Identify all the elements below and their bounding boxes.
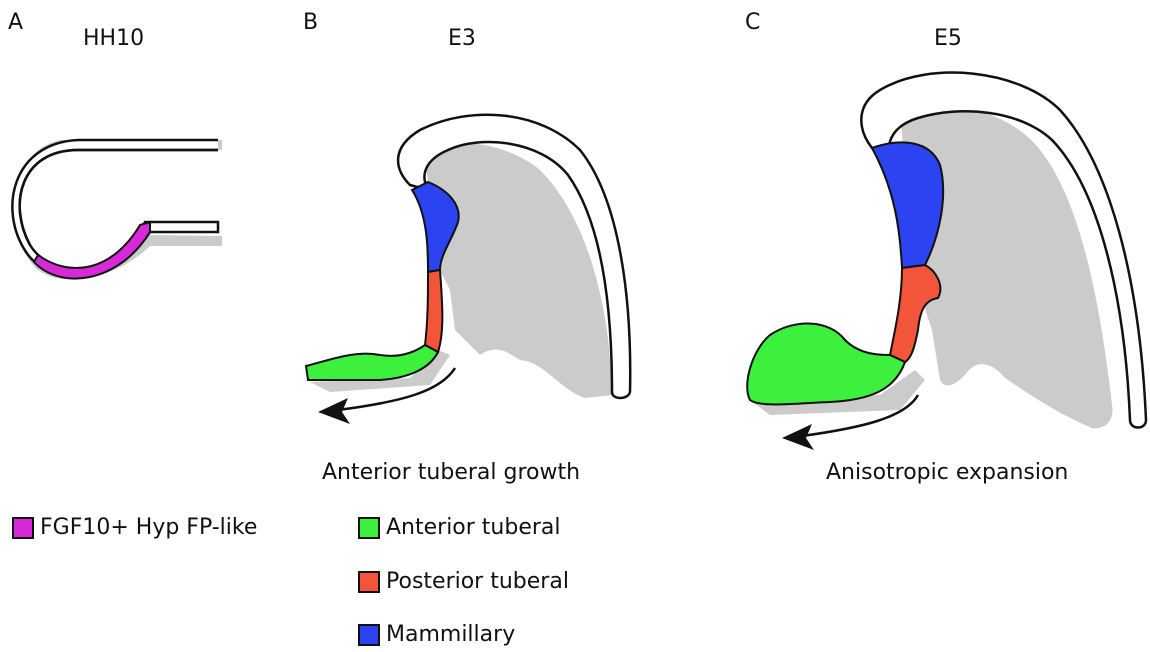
panel-a-drawing [12,140,222,279]
legend-swatch-blue [358,624,380,646]
panel-b-letter: B [303,10,318,35]
panel-c-drawing [747,73,1146,450]
panel-c-caption: Anisotropic expansion [826,460,1068,485]
legend-label: FGF10+ Hyp FP-like [40,515,257,540]
legend-item-fgf10: FGF10+ Hyp FP-like [12,515,257,540]
legend-item-posterior-tuberal: Posterior tuberal [358,569,569,594]
panel-a-letter: A [8,10,23,35]
panel-c-title: E5 [934,26,962,51]
fgf10-region [34,222,150,279]
e5-arrowhead [782,424,814,450]
e5-anterior-tuberal [747,324,905,405]
legend-swatch-magenta [12,517,34,539]
legend-item-anterior-tuberal: Anterior tuberal [358,515,561,540]
legend-item-mammillary: Mammillary [358,622,515,647]
panel-c-letter: C [745,10,760,35]
legend-label: Mammillary [386,622,515,647]
panel-b-title: E3 [448,26,476,51]
e3-arrowhead [318,398,350,424]
legend-label: Posterior tuberal [386,569,569,594]
panel-b-drawing [306,115,630,424]
panel-b-caption: Anterior tuberal growth [322,460,580,485]
legend-swatch-red [358,571,380,593]
panel-a-title: HH10 [83,26,144,51]
legend-label: Anterior tuberal [386,515,561,540]
e3-posterior-tuberal [425,270,442,352]
legend-swatch-green [358,517,380,539]
e5-mammillary [872,142,943,268]
